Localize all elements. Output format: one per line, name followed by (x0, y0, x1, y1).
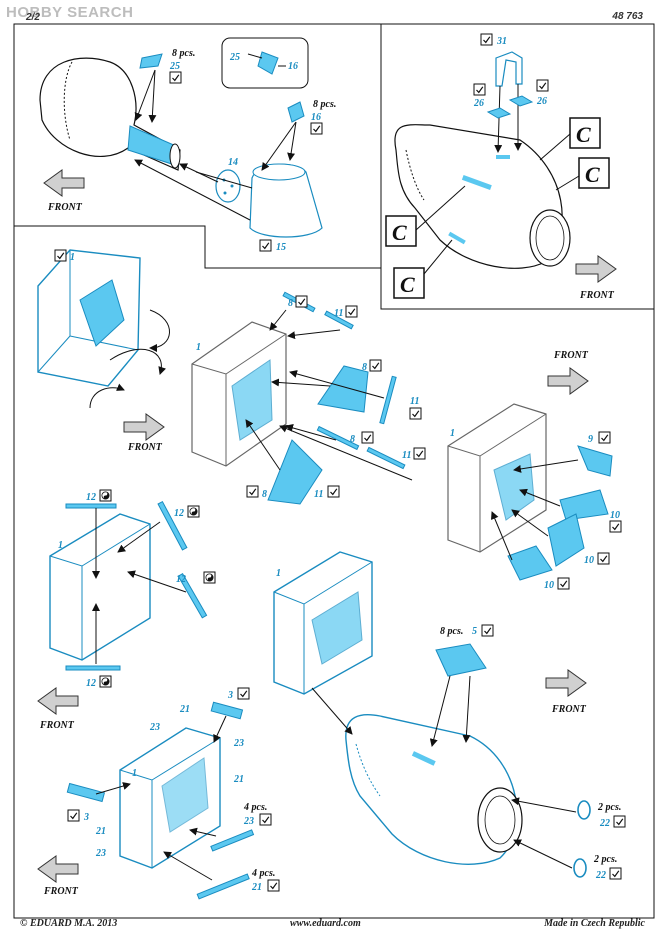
part-1-c: 1 (70, 252, 75, 263)
footer-website[interactable]: www.eduard.com (290, 918, 361, 929)
step-tank-c-markers (385, 51, 617, 299)
part-25-detail: 25 (229, 52, 240, 63)
c-marker-4: C (400, 272, 415, 297)
front-label-a: FRONT (47, 202, 83, 213)
step-frame-9-10 (447, 367, 613, 581)
part-23-g2: 23 (233, 738, 244, 749)
part-22-h1: 22 (599, 818, 610, 829)
part-21-g2: 21 (233, 774, 244, 785)
part-21-g1: 21 (179, 704, 190, 715)
part-25: 25 (169, 61, 180, 72)
part-8-d3: 8 (350, 434, 355, 445)
part-23-g3: 23 (95, 848, 106, 859)
step-frame-21-23 (37, 701, 255, 900)
step-frame-1 (37, 249, 170, 441)
part-12-f2: 12 (174, 508, 184, 519)
part-1-h: 1 (276, 568, 281, 579)
hobby-search-watermark: HOBBY SEARCH (6, 4, 134, 21)
front-label-c: FRONT (127, 442, 163, 453)
part-16: 16 (311, 112, 321, 123)
part-11-d2: 11 (410, 396, 419, 407)
part-11-d1: 11 (334, 308, 343, 319)
part-15: 15 (276, 242, 286, 253)
part-16-detail: 16 (288, 61, 298, 72)
qty-2pcs-22b: 2 pcs. (593, 854, 617, 865)
c-marker-3: C (392, 220, 407, 245)
part-1-g: 1 (132, 768, 137, 779)
qty-8pcs-25: 8 pcs. (172, 48, 195, 59)
part-12-f4: 12 (86, 678, 96, 689)
part-23-g4: 23 (243, 816, 254, 827)
part-26-left: 26 (473, 98, 484, 109)
c-marker-2: C (585, 162, 600, 187)
part-22-h2: 22 (595, 870, 606, 881)
part-31: 31 (496, 36, 507, 47)
part-12-f1: 12 (86, 492, 96, 503)
step-tank-assembly (273, 551, 591, 878)
part-1-d: 1 (196, 342, 201, 353)
part-10-e1: 10 (610, 510, 620, 521)
qty-2pcs-22a: 2 pcs. (597, 802, 621, 813)
qty-8pcs-16: 8 pcs. (313, 99, 336, 110)
front-label-g: FRONT (43, 886, 79, 897)
section-frames (13, 23, 655, 919)
step-tank-front-cone (39, 37, 323, 238)
part-11-d3: 11 (402, 450, 411, 461)
page-number: 2/2 (26, 12, 40, 23)
part-3-g1: 3 (227, 690, 233, 701)
qty-4pcs-23: 4 pcs. (243, 802, 267, 813)
part-1-f: 1 (58, 540, 63, 551)
step-frame-8-11 (191, 291, 413, 505)
front-label-f: FRONT (39, 720, 75, 731)
part-9: 9 (588, 434, 593, 445)
qty-4pcs-21: 4 pcs. (251, 868, 275, 879)
part-3-g2: 3 (83, 812, 89, 823)
front-label-b: FRONT (579, 290, 615, 301)
c-marker-1: C (576, 122, 591, 147)
part-14: 14 (228, 157, 238, 168)
part-8-d1: 8 (288, 298, 293, 309)
part-23-g1: 23 (149, 722, 160, 733)
qty-8pcs-5: 8 pcs. (440, 626, 463, 637)
part-5: 5 (472, 626, 477, 637)
footer-origin: Made in Czech Republic (544, 918, 645, 929)
part-11-d4: 11 (314, 489, 323, 500)
part-8-d2: 8 (362, 362, 367, 373)
part-1-e: 1 (450, 428, 455, 439)
footer-copyright: © EDUARD M.A. 2013 (20, 918, 118, 929)
part-10-e2: 10 (584, 555, 594, 566)
part-26-right: 26 (536, 96, 547, 107)
kit-number: 48 763 (612, 11, 643, 22)
part-21-g4: 21 (251, 882, 262, 893)
part-8-d4: 8 (262, 489, 267, 500)
front-label-h: FRONT (551, 704, 587, 715)
step-frame-12 (37, 500, 208, 715)
part-10-e3: 10 (544, 580, 554, 591)
part-12-f3: 12 (176, 574, 186, 585)
front-label-e: FRONT (553, 350, 589, 361)
part-21-g3: 21 (95, 826, 106, 837)
